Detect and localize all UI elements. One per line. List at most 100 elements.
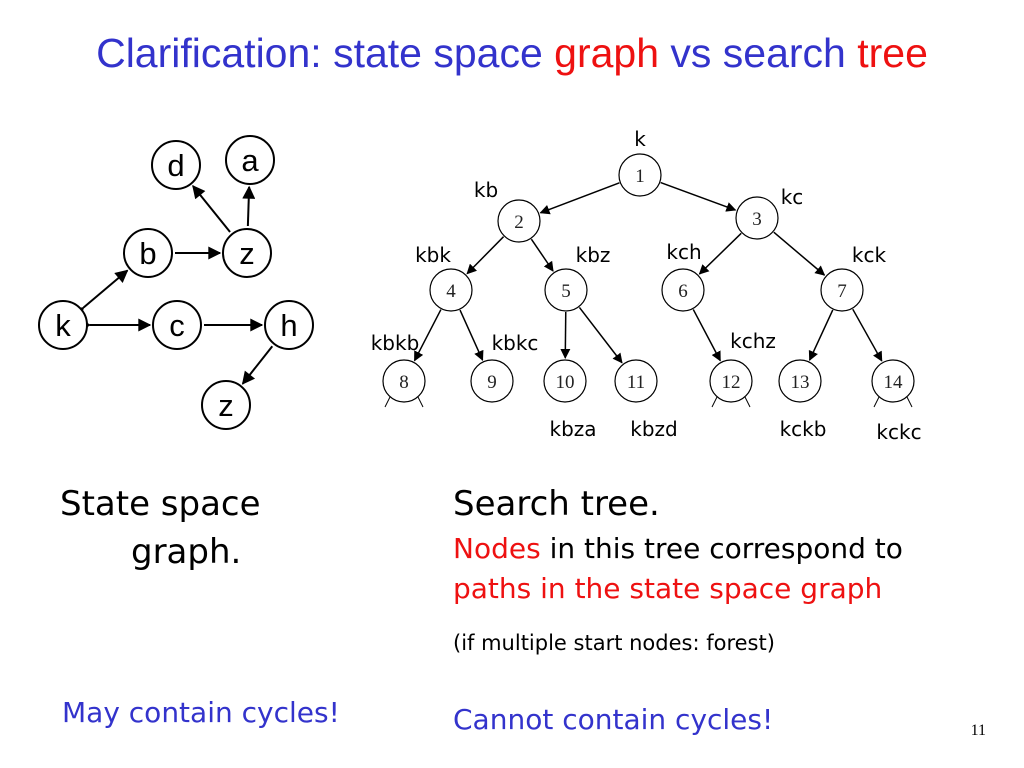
graph-node-h: h [264,300,314,350]
tree-node-number: 9 [487,372,497,393]
tree-node-12: 12 [709,359,753,408]
tree-path-label-12: kchz [730,329,776,353]
tree-node-number: 8 [399,372,409,393]
tree-path-label-4: kbk [415,243,451,267]
tree-node-2: 2 [497,199,541,243]
graph-edge-k-b [70,269,129,321]
graph-node-circle [222,228,272,278]
tree-path-label-14: kckc [876,420,921,444]
graph-node-label: c [169,308,185,343]
tree-edge-4-9 [459,309,484,361]
left-caption-line1: State space [60,484,261,524]
tree-leaf-stub [873,396,880,408]
graph-node-label: d [167,148,184,183]
graph-node-circle [201,380,251,430]
right-note: Cannot contain cycles! [453,703,774,736]
right-line3: paths in the state space graph [453,572,883,605]
tree-node-9: 9 [470,359,514,403]
tree-node-circle [544,268,588,312]
tree-node-circle [543,359,587,403]
tree-node-number: 10 [556,372,575,393]
tree-node-circle [614,359,658,403]
tree-node-number: 2 [514,212,524,233]
tree-node-circle [429,268,473,312]
tree-node-circle [778,359,822,403]
tree-edge-5-11 [578,306,623,364]
tree-path-label-13: kckb [780,417,827,441]
tree-node-number: 13 [791,372,810,393]
tree-leaf-stub [417,396,424,408]
right-line4: (if multiple start nodes: forest) [453,631,775,655]
tree-node-4: 4 [429,268,473,312]
graph-node-circle [152,300,202,350]
tree-node-number: 6 [678,281,688,302]
tree-node-1: 1 [618,153,662,197]
tree-node-circle [871,359,915,403]
graph-node-d: d [151,140,201,190]
graph-node-circle [38,300,88,350]
title-part-tree: tree [857,30,928,76]
tree-node-circle [470,359,514,403]
graph-edges [70,185,274,385]
tree-node-number: 7 [837,281,847,302]
graph-edge-z1-a [242,185,256,227]
tree-path-label-2: kb [474,178,498,202]
graph-node-circle [123,228,173,278]
tree-node-circle [735,196,779,240]
tree-path-label-7: kck [852,243,887,267]
tree-path-label-8: kbkb [371,331,420,355]
left-note: May contain cycles! [62,696,340,729]
title-part-3: vs search [659,30,858,76]
graph-node-label: z [218,388,234,423]
tree-path-label-9: kbkc [492,331,539,355]
tree-node-circle [382,359,426,403]
tree-edge-1-2 [539,182,620,215]
tree-node-6: 6 [661,268,705,312]
graph-node-a: a [225,135,275,185]
tree-node-number: 4 [446,281,456,302]
tree-node-number: 11 [627,372,645,393]
tree-edge-3-6 [698,232,742,275]
tree-node-10: 10 [543,359,587,403]
tree-path-label-10: kbza [549,417,596,441]
tree-path-label-3: kc [781,185,804,209]
tree-node-circle [709,359,753,403]
tree-node-14: 14 [871,359,915,408]
tree-edge-5-10 [560,311,571,360]
tree-path-label-6: kch [666,240,701,264]
tree-node-5: 5 [544,268,588,312]
tree-node-circle [618,153,662,197]
tree-node-11: 11 [614,359,658,403]
tree-edge-7-13 [808,309,834,362]
graph-node-z1: z [222,228,272,278]
tree-edge-7-14 [852,308,883,362]
graph-node-circle [151,140,201,190]
tree-leaf-stub [384,396,391,408]
tree-node-number: 3 [752,209,762,230]
tree-path-label-11: kbzd [630,417,677,441]
tree-leaf-stub [906,396,913,408]
tree-node-number: 1 [635,166,645,187]
tree-node-circle [497,199,541,243]
right-heading: Search tree. [453,484,660,524]
tree-edge-1-3 [660,181,737,212]
slide-title: Clarification: state space graph vs sear… [0,30,1024,77]
tree-edge-6-12 [692,309,721,362]
graph-edge-h-z2 [241,345,274,385]
tree-node-13: 13 [778,359,822,403]
page-number: 11 [970,722,986,739]
tree-node-7: 7 [820,268,864,312]
tree-leaf-stub [711,396,718,408]
graph-node-label: b [139,236,156,271]
left-caption-line2: graph. [131,532,242,572]
nodes-word: Nodes [453,532,541,565]
tree-node-circle [661,268,705,312]
tree-edges [413,181,883,364]
tree-leaf-stub [744,396,751,408]
title-part-graph: graph [554,30,660,76]
right-line2: Nodes in this tree correspond to [453,532,903,565]
tree-node-number: 14 [884,372,904,393]
